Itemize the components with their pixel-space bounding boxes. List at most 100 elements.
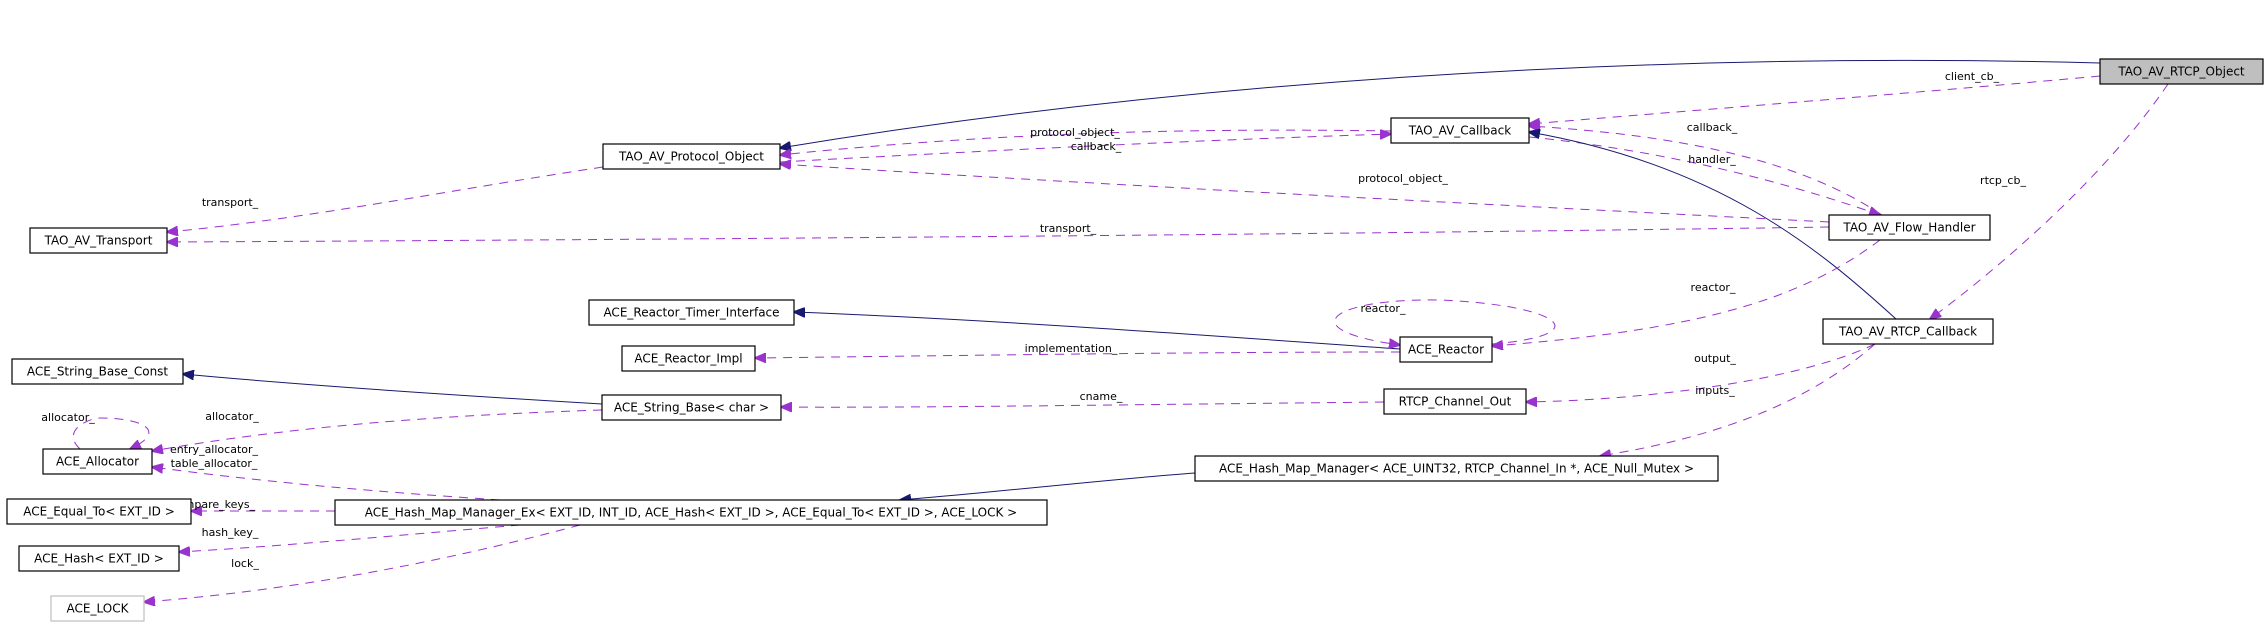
edges-layer bbox=[72, 60, 2169, 602]
node-box[interactable] bbox=[50, 595, 145, 622]
usage-edge-channel_out-to-string_base bbox=[781, 401, 1385, 407]
node-box[interactable] bbox=[588, 299, 795, 326]
node-box[interactable] bbox=[29, 227, 168, 254]
usage-edge-rtcp_callback-to-channel_out bbox=[1526, 343, 1876, 402]
edge-label: inputs_ bbox=[1695, 384, 1735, 397]
edge-label: allocator_ bbox=[205, 410, 259, 423]
node-box[interactable] bbox=[602, 143, 781, 170]
inheritance-edge-string_base-to-string_base_const bbox=[183, 374, 603, 405]
node-label: TAO_AV_Flow_Handler bbox=[1842, 221, 1975, 235]
nodes-layer: TAO_AV_RTCP_ObjectTAO_AV_CallbackTAO_AV_… bbox=[6, 58, 2264, 622]
node-box[interactable] bbox=[6, 498, 192, 525]
node-box[interactable] bbox=[18, 545, 180, 572]
usage-edge-protocol_object-to-transport bbox=[167, 166, 604, 232]
usage-edge-reactor-to-reactor bbox=[1334, 299, 1556, 345]
node-box[interactable] bbox=[1828, 214, 1991, 241]
usage-edge-hash_map_manager_ex-to-hash bbox=[179, 524, 521, 552]
edge-label: entry_allocator_ bbox=[170, 443, 259, 456]
inheritance-edge-hash_map_manager-to-hash_map_manager_ex bbox=[900, 472, 1196, 500]
node-box[interactable] bbox=[1390, 117, 1530, 144]
usage-edge-rtcp_object-to-callback bbox=[1529, 75, 2101, 124]
edge-label: compare_keys_ bbox=[171, 498, 256, 511]
usage-edge-reactor-to-reactor_impl bbox=[755, 351, 1401, 358]
usage-edge-allocator-to-allocator bbox=[72, 417, 150, 449]
class-node-protocol-object[interactable]: TAO_AV_Protocol_Object bbox=[602, 143, 781, 170]
usage-edge-rtcp_callback-to-hash_map_manager bbox=[1600, 343, 1876, 456]
usage-edge-protocol_object-to-callback bbox=[779, 134, 1391, 163]
node-box[interactable] bbox=[11, 358, 184, 385]
class-node-equal-to[interactable]: ACE_Equal_To< EXT_ID > bbox=[6, 498, 192, 525]
class-node-transport[interactable]: TAO_AV_Transport bbox=[29, 227, 168, 254]
usage-edge-flow_handler-to-callback bbox=[1529, 126, 1883, 216]
node-box[interactable] bbox=[1822, 318, 1994, 345]
edge-label: protocol_object_ bbox=[1030, 126, 1120, 139]
class-node-lock[interactable]: ACE_LOCK bbox=[50, 595, 145, 622]
usage-edge-hash_map_manager_ex-to-lock bbox=[144, 524, 581, 602]
node-label: TAO_AV_RTCP_Callback bbox=[1838, 325, 1977, 339]
usage-edge-rtcp_object-to-rtcp_callback bbox=[1930, 83, 2169, 319]
edge-label: transport_ bbox=[1040, 222, 1097, 235]
node-box[interactable] bbox=[1194, 455, 1719, 482]
edge-label: rtcp_cb_ bbox=[1980, 174, 2026, 187]
edge-label: hash_key_ bbox=[202, 526, 259, 539]
node-label: ACE_Allocator bbox=[56, 455, 139, 469]
usage-edge-flow_handler-to-reactor bbox=[1492, 239, 1881, 346]
usage-edge-callback-to-flow_handler bbox=[1528, 136, 1880, 215]
edge-label: allocator_ bbox=[41, 411, 95, 424]
edge-label: callback_ bbox=[1687, 121, 1738, 134]
edge-label: reactor_ bbox=[1691, 281, 1736, 294]
inheritance-edge-rtcp_object-to-protocol_object bbox=[780, 60, 2101, 148]
class-node-hash[interactable]: ACE_Hash< EXT_ID > bbox=[18, 545, 180, 572]
edge-label: implementation_ bbox=[1025, 342, 1118, 355]
class-node-string-base-const[interactable]: ACE_String_Base_Const bbox=[11, 358, 184, 385]
edge-labels-layer: client_cb_rtcp_cb_protocol_object_callba… bbox=[41, 70, 2026, 570]
class-node-flow-handler[interactable]: TAO_AV_Flow_Handler bbox=[1828, 214, 1991, 241]
class-node-channel-out[interactable]: RTCP_Channel_Out bbox=[1383, 388, 1527, 415]
node-box[interactable] bbox=[1383, 388, 1527, 415]
node-label: ACE_Hash_Map_Manager_Ex< EXT_ID, INT_ID,… bbox=[365, 506, 1017, 520]
edge-label: lock_ bbox=[231, 557, 259, 570]
node-box[interactable] bbox=[2099, 58, 2264, 85]
class-node-hash-map-manager-ex[interactable]: ACE_Hash_Map_Manager_Ex< EXT_ID, INT_ID,… bbox=[334, 499, 1048, 526]
node-label: RTCP_Channel_Out bbox=[1399, 395, 1512, 409]
class-node-string-base[interactable]: ACE_String_Base< char > bbox=[601, 394, 782, 421]
inheritance-edge-rtcp_callback-to-callback bbox=[1529, 132, 1897, 320]
class-node-callback[interactable]: TAO_AV_Callback bbox=[1390, 117, 1530, 144]
usage-edge-flow_handler-to-transport bbox=[167, 226, 1830, 242]
node-label: TAO_AV_Transport bbox=[44, 234, 153, 248]
node-label: ACE_Reactor bbox=[1408, 343, 1484, 357]
node-label: ACE_LOCK bbox=[67, 602, 130, 616]
usage-edge-string_base-to-allocator bbox=[152, 409, 603, 451]
node-box[interactable] bbox=[334, 499, 1048, 526]
edge-label: client_cb_ bbox=[1945, 70, 2000, 83]
usage-edge-hash_map_manager_ex-to-allocator bbox=[152, 467, 501, 501]
node-box[interactable] bbox=[601, 394, 782, 421]
node-label: ACE_Hash< EXT_ID > bbox=[34, 552, 164, 566]
node-box[interactable] bbox=[1399, 336, 1493, 363]
usage-edge-callback-to-protocol_object bbox=[780, 129, 1392, 155]
edge-label: output_ bbox=[1694, 352, 1736, 365]
edge-label: table_allocator_ bbox=[171, 457, 258, 470]
class-node-timer-interface[interactable]: ACE_Reactor_Timer_Interface bbox=[588, 299, 795, 326]
inheritance-edge-reactor-to-timer_interface bbox=[794, 312, 1401, 350]
edge-label: reactor_ bbox=[1361, 302, 1406, 315]
node-box[interactable] bbox=[621, 345, 756, 372]
class-node-rtcp-object[interactable]: TAO_AV_RTCP_Object bbox=[2099, 58, 2264, 85]
node-label: TAO_AV_Callback bbox=[1408, 124, 1511, 138]
class-node-reactor-impl[interactable]: ACE_Reactor_Impl bbox=[621, 345, 756, 372]
node-label: TAO_AV_RTCP_Object bbox=[2117, 65, 2245, 79]
class-node-allocator[interactable]: ACE_Allocator bbox=[42, 448, 153, 475]
edge-label: protocol_object_ bbox=[1358, 172, 1448, 185]
class-node-hash-map-manager[interactable]: ACE_Hash_Map_Manager< ACE_UINT32, RTCP_C… bbox=[1194, 455, 1719, 482]
class-node-rtcp-callback[interactable]: TAO_AV_RTCP_Callback bbox=[1822, 318, 1994, 345]
edge-label: callback_ bbox=[1071, 140, 1122, 153]
usage-edge-flow_handler-to-protocol_object bbox=[780, 164, 1830, 223]
edge-label: transport_ bbox=[202, 196, 259, 209]
edge-label: cname_ bbox=[1080, 390, 1123, 403]
class-node-reactor[interactable]: ACE_Reactor bbox=[1399, 336, 1493, 363]
edge-label: handler_ bbox=[1688, 153, 1736, 166]
node-box[interactable] bbox=[42, 448, 153, 475]
node-label: ACE_Equal_To< EXT_ID > bbox=[23, 505, 175, 519]
node-label: ACE_Reactor_Timer_Interface bbox=[603, 306, 779, 320]
